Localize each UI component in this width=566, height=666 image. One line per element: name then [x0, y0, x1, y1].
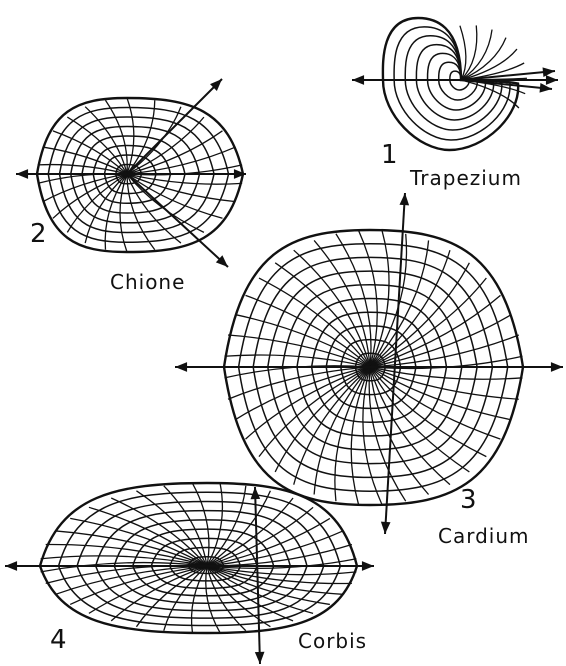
arrowhead — [5, 561, 17, 571]
figure-number-4: 4 — [50, 627, 67, 653]
radial-line — [192, 566, 207, 633]
arrowhead — [16, 169, 28, 179]
shell-chione — [16, 79, 246, 267]
arrowhead — [399, 193, 409, 205]
figure-label-trapezium: Trapezium — [410, 168, 522, 188]
radial-line — [461, 38, 506, 80]
radial-line — [207, 483, 222, 566]
arrowhead — [362, 561, 374, 571]
figure-number-3: 3 — [460, 487, 477, 513]
arrowhead — [352, 75, 364, 85]
shell-trapezium — [352, 18, 558, 150]
arrowhead — [255, 652, 265, 664]
arrowhead — [175, 362, 187, 372]
arrowhead — [381, 522, 391, 534]
radial-line — [461, 25, 477, 80]
figure-number-2: 2 — [30, 221, 47, 247]
arrowhead — [251, 487, 261, 499]
radial-line — [370, 367, 450, 485]
arrowhead — [551, 362, 563, 372]
figure-label-corbis: Corbis — [298, 631, 367, 651]
figure-label-cardium: Cardium — [438, 526, 530, 546]
radial-line — [275, 367, 370, 472]
axis-oblique — [127, 174, 228, 267]
radial-line — [294, 250, 370, 367]
figure-label-chione: Chione — [110, 272, 185, 292]
arrowhead — [234, 169, 246, 179]
figure-number-1: 1 — [381, 142, 398, 168]
arrowhead — [546, 75, 558, 85]
radial-line — [370, 263, 469, 367]
